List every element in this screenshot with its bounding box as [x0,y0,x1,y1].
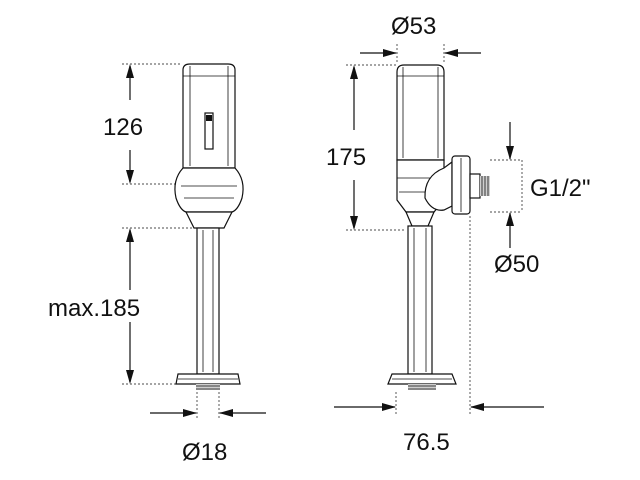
side-view-valve [174,63,244,390]
front-dim-76-5: 76.5 [334,216,544,456]
dim-label-d50: Ø50 [494,251,539,278]
dim-label-g12: G1/2" [530,175,591,202]
dim-label-d53: Ø53 [391,13,436,40]
front-pipe [407,225,433,375]
dim-label-175: 175 [326,144,366,171]
dim-label-76-5: 76.5 [403,429,450,456]
side-dim-max185: max.185 [48,227,194,385]
front-dim-thread: G1/2" Ø50 [490,122,591,278]
side-pipe [196,227,220,375]
front-dim-175: 175 [326,64,406,231]
side-dim-d18: Ø18 [150,392,266,466]
dim-label-max185: max.185 [48,295,140,322]
side-dim-126: 126 [103,63,182,185]
dim-label-d18: Ø18 [182,439,227,466]
front-dim-d53: Ø53 [360,13,481,64]
sensor-window [204,112,214,150]
dim-label-126: 126 [103,114,143,141]
front-view-valve [387,64,490,390]
